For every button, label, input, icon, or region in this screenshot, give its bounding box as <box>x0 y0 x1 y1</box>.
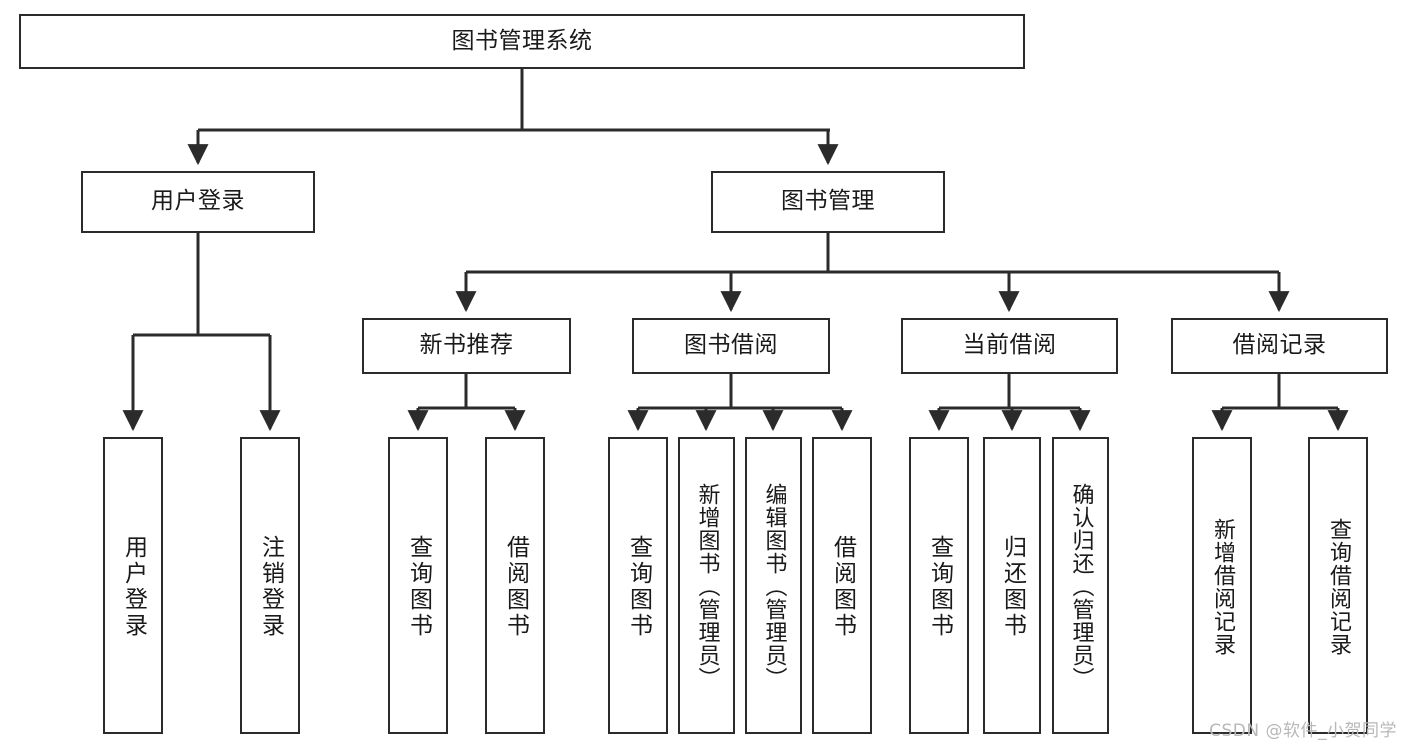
node-leaf-query-book-current[interactable]: 查询图书 <box>909 437 969 734</box>
watermark-text: CSDN @软件_小贺同学 <box>1209 721 1397 741</box>
node-leaf-query-book-borrow[interactable]: 查询图书 <box>608 437 668 734</box>
node-label: 用户登录 <box>151 188 245 215</box>
node-leaf-query-book-recommend[interactable]: 查询图书 <box>388 437 448 734</box>
node-root[interactable]: 图书管理系统 <box>19 14 1025 69</box>
node-label: 归还图书 <box>999 534 1026 639</box>
node-label: 当前借阅 <box>962 332 1057 359</box>
node-label: 图书管理 <box>781 188 875 215</box>
node-level3-borrow-record[interactable]: 借阅记录 <box>1171 318 1388 374</box>
node-label: 图书管理系统 <box>451 27 593 54</box>
node-label: 用户登录 <box>120 534 147 639</box>
node-label: 确认归还（管理员） <box>1068 483 1094 690</box>
node-label: 借阅记录 <box>1232 332 1327 359</box>
node-leaf-borrow-book-recommend[interactable]: 借阅图书 <box>485 437 545 734</box>
node-leaf-add-borrow-record[interactable]: 新增借阅记录 <box>1192 437 1252 734</box>
node-leaf-add-book-admin[interactable]: 新增图书（管理员） <box>678 437 735 734</box>
node-leaf-return-book[interactable]: 归还图书 <box>983 437 1041 734</box>
node-level3-new-book-recommend[interactable]: 新书推荐 <box>362 318 571 374</box>
node-level3-current-borrow[interactable]: 当前借阅 <box>901 318 1118 374</box>
node-label: 查询图书 <box>405 534 432 639</box>
node-label: 新增图书（管理员） <box>694 483 720 690</box>
node-label: 查询图书 <box>625 534 652 639</box>
node-leaf-edit-book-admin[interactable]: 编辑图书（管理员） <box>745 437 802 734</box>
node-label: 查询借阅记录 <box>1326 517 1351 656</box>
node-leaf-user-login[interactable]: 用户登录 <box>103 437 163 734</box>
node-label: 借阅图书 <box>502 534 529 639</box>
node-leaf-query-borrow-record[interactable]: 查询借阅记录 <box>1308 437 1368 734</box>
node-label: 查询图书 <box>926 534 953 639</box>
node-label: 编辑图书（管理员） <box>761 483 787 690</box>
node-label: 注销登录 <box>257 534 284 639</box>
node-leaf-confirm-return-admin[interactable]: 确认归还（管理员） <box>1052 437 1109 734</box>
node-leaf-logout[interactable]: 注销登录 <box>240 437 300 734</box>
node-label: 图书借阅 <box>684 332 778 359</box>
node-level2-book-management[interactable]: 图书管理 <box>711 171 945 233</box>
node-level2-user-login[interactable]: 用户登录 <box>81 171 315 233</box>
node-label: 新书推荐 <box>419 332 514 359</box>
node-leaf-borrow-book[interactable]: 借阅图书 <box>812 437 872 734</box>
node-label: 借阅图书 <box>829 534 856 639</box>
node-label: 新增借阅记录 <box>1210 517 1235 656</box>
node-level3-book-borrow[interactable]: 图书借阅 <box>632 318 830 374</box>
